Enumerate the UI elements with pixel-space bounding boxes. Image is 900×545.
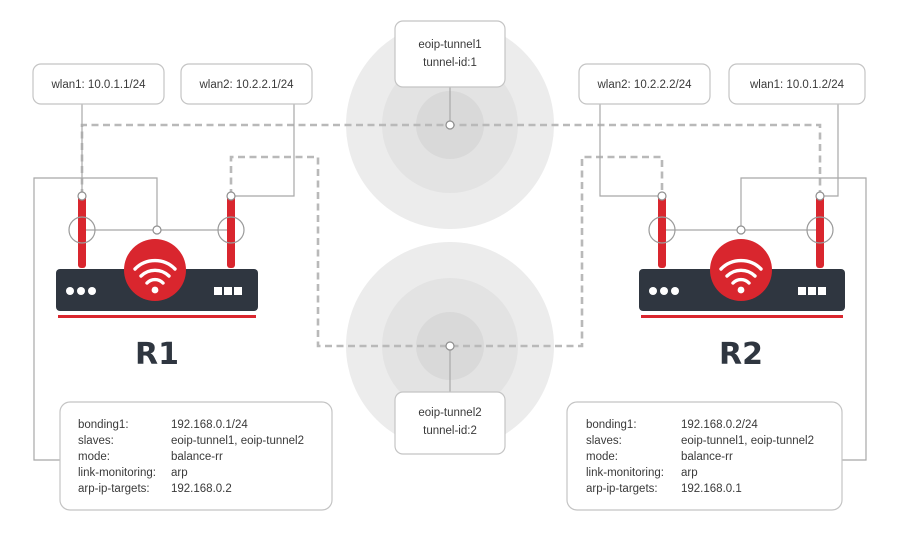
config-value: balance-rr xyxy=(681,451,733,463)
config-value: 192.168.0.2/24 xyxy=(681,419,758,431)
r2-wifi-icon xyxy=(719,258,763,285)
config-value: 192.168.0.1/24 xyxy=(171,419,248,431)
r2-port-icons xyxy=(798,287,826,295)
tunnel1-id: tunnel-id:1 xyxy=(423,57,477,69)
r1-wlan1-label: wlan1: 10.0.1.1/24 xyxy=(32,63,165,105)
r1-wlan1-text: wlan1: 10.0.1.1/24 xyxy=(51,79,147,91)
config-key: mode: xyxy=(586,451,618,463)
r2-config-panel: bonding1: 192.168.0.2/24 slaves: eoip-tunne… xyxy=(566,401,843,511)
router-r1-name: R1 xyxy=(135,337,179,372)
r2-status-leds xyxy=(649,287,679,295)
router-r1 xyxy=(56,196,258,318)
r2-wlan2-leader xyxy=(599,104,662,197)
config-key: slaves: xyxy=(78,435,114,447)
r2-wlan1-leader xyxy=(820,104,839,197)
r2-antenna-right xyxy=(816,196,824,268)
r2-wlan2-text: wlan2: 10.2.2.2/24 xyxy=(597,79,693,91)
config-key: arp-ip-targets: xyxy=(78,483,150,495)
r1-config-panel: bonding1: 192.168.0.1/24 slaves: eoip-tunne… xyxy=(59,401,333,511)
tunnel2-label: eoip-tunnel2 tunnel-id:2 xyxy=(394,391,506,455)
r1-base-stripe xyxy=(58,315,256,318)
eoip-tunnel2-path xyxy=(229,155,664,348)
r2-wlan1-label: wlan1: 10.0.1.2/24 xyxy=(728,63,866,105)
r1-antenna-right xyxy=(227,196,235,268)
tunnel2-name: eoip-tunnel2 xyxy=(418,407,481,419)
config-key: bonding1: xyxy=(78,419,129,431)
junction-nodes xyxy=(77,120,825,351)
r2-bonding-bracket xyxy=(740,177,867,461)
config-key: mode: xyxy=(78,451,110,463)
config-value: arp xyxy=(171,467,188,479)
tunnel1-name: eoip-tunnel1 xyxy=(418,39,481,51)
config-value: eoip-tunnel1, eoip-tunnel2 xyxy=(681,435,814,447)
config-value: balance-rr xyxy=(171,451,223,463)
config-value: 192.168.0.1 xyxy=(681,483,742,495)
r2-wlan2-label: wlan2: 10.2.2.2/24 xyxy=(578,63,711,105)
config-key: link-monitoring: xyxy=(586,467,664,479)
r2-antenna-left xyxy=(658,196,666,268)
r1-wlan2-label: wlan2: 10.2.2.1/24 xyxy=(180,63,313,105)
tunnel1-label: eoip-tunnel1 tunnel-id:1 xyxy=(394,20,506,88)
r2-wlan1-text: wlan1: 10.0.1.2/24 xyxy=(749,79,845,91)
r2-base-stripe xyxy=(641,315,843,318)
config-key: link-monitoring: xyxy=(78,467,156,479)
config-value: arp xyxy=(681,467,698,479)
config-value: 192.168.0.2 xyxy=(171,483,232,495)
tunnel2-id: tunnel-id:2 xyxy=(423,425,477,437)
config-value: eoip-tunnel1, eoip-tunnel2 xyxy=(171,435,304,447)
r1-antenna-left xyxy=(78,196,86,268)
r1-wifi-icon xyxy=(133,258,177,285)
r1-port-icons xyxy=(214,287,242,295)
r1-status-leds xyxy=(66,287,96,295)
r1-wlan2-leader xyxy=(231,104,295,197)
r1-bonding-bracket xyxy=(33,177,158,461)
config-key: slaves: xyxy=(586,435,622,447)
config-key: bonding1: xyxy=(586,419,637,431)
router-r2 xyxy=(639,196,845,318)
r1-wlan2-text: wlan2: 10.2.2.1/24 xyxy=(199,79,295,91)
config-key: arp-ip-targets: xyxy=(586,483,658,495)
router-r2-name: R2 xyxy=(719,337,763,372)
